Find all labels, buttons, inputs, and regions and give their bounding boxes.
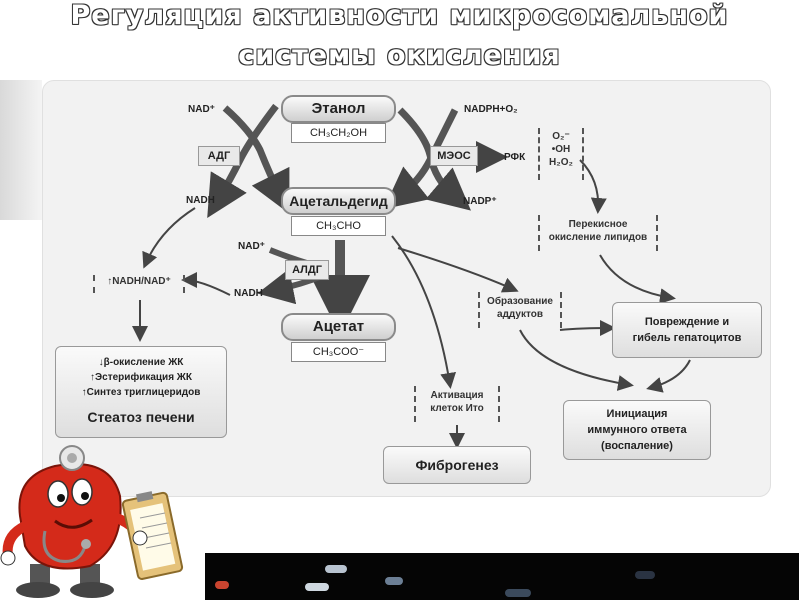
lipid-to-damage-arrow — [599, 254, 676, 305]
fibrogenesis-box: Фиброгенез — [383, 446, 531, 484]
meos-label: МЭОС — [430, 146, 478, 166]
nadh-to-ratio-arrow — [142, 207, 196, 269]
acetaldehyde-formula: CH₃CHO — [291, 216, 386, 236]
ros-bracket: O₂⁻ •OH H₂O₂ — [538, 128, 584, 180]
steatosis-box: ↓β-окисление ЖК ↑Эстерификация ЖК ↑Синте… — [55, 346, 227, 438]
nadh-label-1: NADH — [186, 195, 215, 206]
lipid-peroxidation: Перекисное окисление липидов — [538, 215, 658, 251]
nadh-nad-ratio: ↑NADH/NAD⁺ — [93, 275, 185, 293]
steatosis-beta-ox: ↓β-окисление ЖК — [98, 357, 184, 368]
nad-plus-label-2: NAD⁺ — [238, 241, 265, 252]
acetate-formula: CH₃COO⁻ — [291, 342, 386, 362]
pill-decor-4 — [385, 577, 403, 585]
steatosis-tg: ↑Синтез триглицеридов — [81, 387, 201, 398]
slide-title-line-1: Регуляция активности микросомальной — [70, 0, 729, 31]
liver-doctor-mascot — [0, 445, 184, 598]
adh-label: АДГ — [198, 146, 240, 166]
ito-activation: Активация клеток Ито — [414, 386, 500, 422]
ethanol-formula: CH₃CH₂OH — [291, 123, 386, 143]
adh-curve-1 — [222, 105, 290, 214]
adducts-to-immune-arrow — [519, 329, 634, 391]
adducts-to-damage-arrow — [559, 320, 616, 337]
nad-plus-label-1: NAD⁺ — [188, 104, 215, 115]
aldehyde-to-adducts-arrow — [397, 247, 519, 293]
steatosis-ester: ↑Эстерификация ЖК — [90, 372, 192, 383]
pill-decor-3 — [325, 565, 347, 573]
nadh2-to-ratio-arrow — [181, 272, 231, 296]
pill-decor-2 — [305, 583, 329, 591]
ethanol-box: Этанол — [281, 95, 396, 123]
nadph-o2-label: NADPH+O₂ — [464, 104, 518, 115]
damage-to-immune-arrow — [646, 359, 691, 393]
adh-curve-2 — [207, 103, 279, 219]
aldehyde-to-ito-arrow — [391, 235, 457, 389]
pill-decor-6 — [635, 571, 655, 579]
slide-title-line-2: системы окисления — [238, 40, 561, 71]
ros-oh: •OH — [551, 144, 571, 155]
bottom-decor-strip — [205, 553, 799, 600]
acetate-box: Ацетат — [281, 313, 396, 341]
steatosis-title: Стеатоз печени — [87, 409, 195, 425]
acetaldehyde-box: Ацетальдегид — [281, 187, 396, 215]
rfk-label: РФК — [504, 152, 526, 163]
left-decor-bar — [0, 80, 42, 220]
ros-o2: O₂⁻ — [552, 131, 570, 142]
pill-decor-1 — [215, 581, 229, 589]
nadh-label-2: NADH — [234, 288, 263, 299]
nadp-plus-label: NADP⁺ — [463, 196, 497, 207]
pill-decor-5 — [505, 589, 531, 597]
aldh-label: АЛДГ — [285, 260, 329, 280]
hepatocyte-damage-box: Повреждение и гибель гепатоцитов — [612, 302, 762, 358]
adducts-formation: Образование аддуктов — [478, 292, 562, 328]
ros-h2o2: H₂O₂ — [549, 157, 573, 168]
immune-response-box: Инициация иммунного ответа (воспаление) — [563, 400, 711, 460]
